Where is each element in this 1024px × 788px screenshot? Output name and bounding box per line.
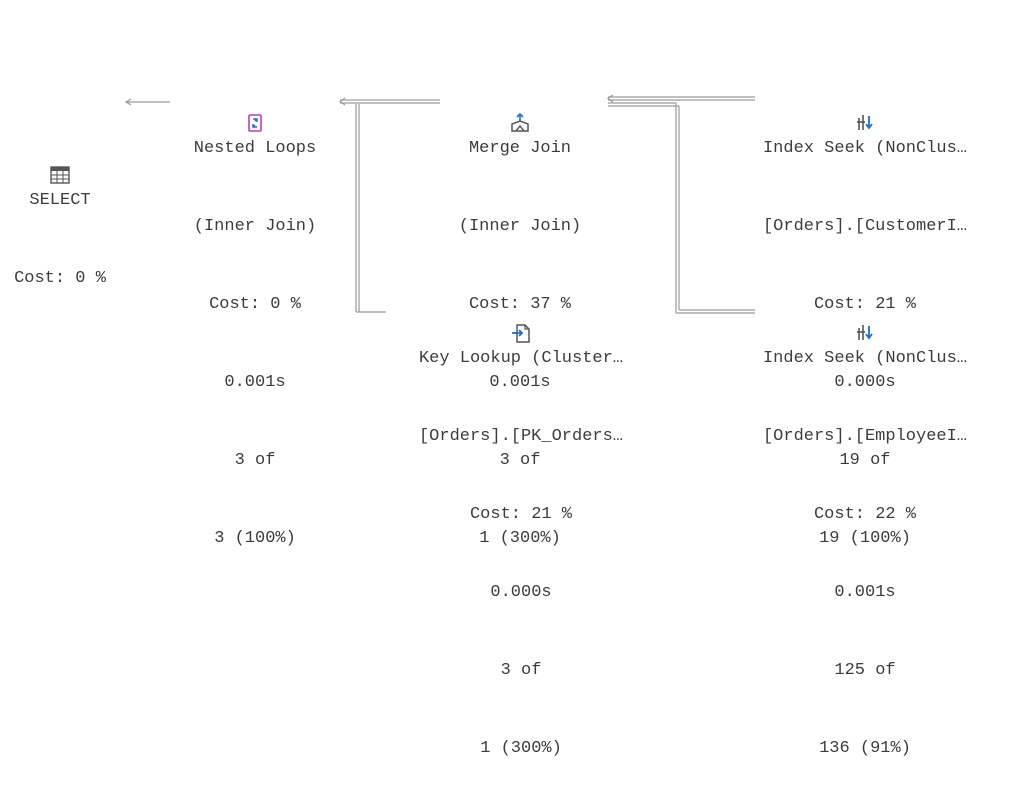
select-node[interactable]: SELECT Cost: 0 % (0, 60, 120, 318)
node-object: [Orders].[EmployeeI… (762, 427, 968, 446)
nested-loops-node[interactable]: Nested Loops (Inner Join) Cost: 0 % 0.00… (165, 8, 345, 578)
node-name: Nested Loops (193, 139, 317, 158)
node-cost: Cost: 0 % (209, 295, 301, 314)
node-cost: Cost: 37 % (468, 295, 572, 314)
node-time: 0.001s (834, 583, 896, 602)
node-name: Index Seek (NonClus… (762, 139, 968, 158)
node-object: [Orders].[PK_Orders… (418, 427, 624, 446)
node-estimated-rows: 3 (100%) (214, 529, 296, 548)
node-subtitle: (Inner Join) (193, 217, 317, 236)
node-object: [Orders].[CustomerI… (762, 217, 968, 236)
node-actual-rows: 3 of (234, 451, 276, 470)
node-name: Key Lookup (Cluster… (418, 349, 624, 368)
node-cost: Cost: 21 % (813, 295, 917, 314)
node-cost: Cost: 0 % (14, 269, 106, 288)
plan-connectors (124, 94, 755, 314)
index-seek-icon (854, 60, 876, 130)
node-name: Index Seek (NonClus… (762, 349, 968, 368)
node-estimated-rows: 1 (300%) (480, 739, 562, 758)
node-time: 0.000s (490, 583, 552, 602)
table-grid-icon (49, 112, 71, 184)
node-actual-rows: 3 of (500, 661, 542, 680)
node-cost: Cost: 22 % (813, 505, 917, 524)
index-seek-employee-node[interactable]: Index Seek (NonClus… [Orders].[EmployeeI… (755, 218, 975, 788)
node-name: SELECT (29, 191, 91, 210)
node-time: 0.001s (224, 373, 286, 392)
node-subtitle: (Inner Join) (458, 217, 582, 236)
node-time: 0.000s (834, 373, 896, 392)
node-estimated-rows: 136 (91%) (819, 739, 911, 758)
node-name: Merge Join (468, 139, 572, 158)
merge-join-icon (509, 60, 531, 132)
node-actual-rows: 125 of (834, 661, 896, 680)
key-lookup-icon (510, 270, 532, 343)
index-seek-icon (854, 270, 876, 340)
node-time: 0.001s (489, 373, 551, 392)
key-lookup-node[interactable]: Key Lookup (Cluster… [Orders].[PK_Orders… (386, 218, 656, 788)
nested-loops-icon (244, 60, 266, 132)
node-cost: Cost: 21 % (469, 505, 573, 524)
